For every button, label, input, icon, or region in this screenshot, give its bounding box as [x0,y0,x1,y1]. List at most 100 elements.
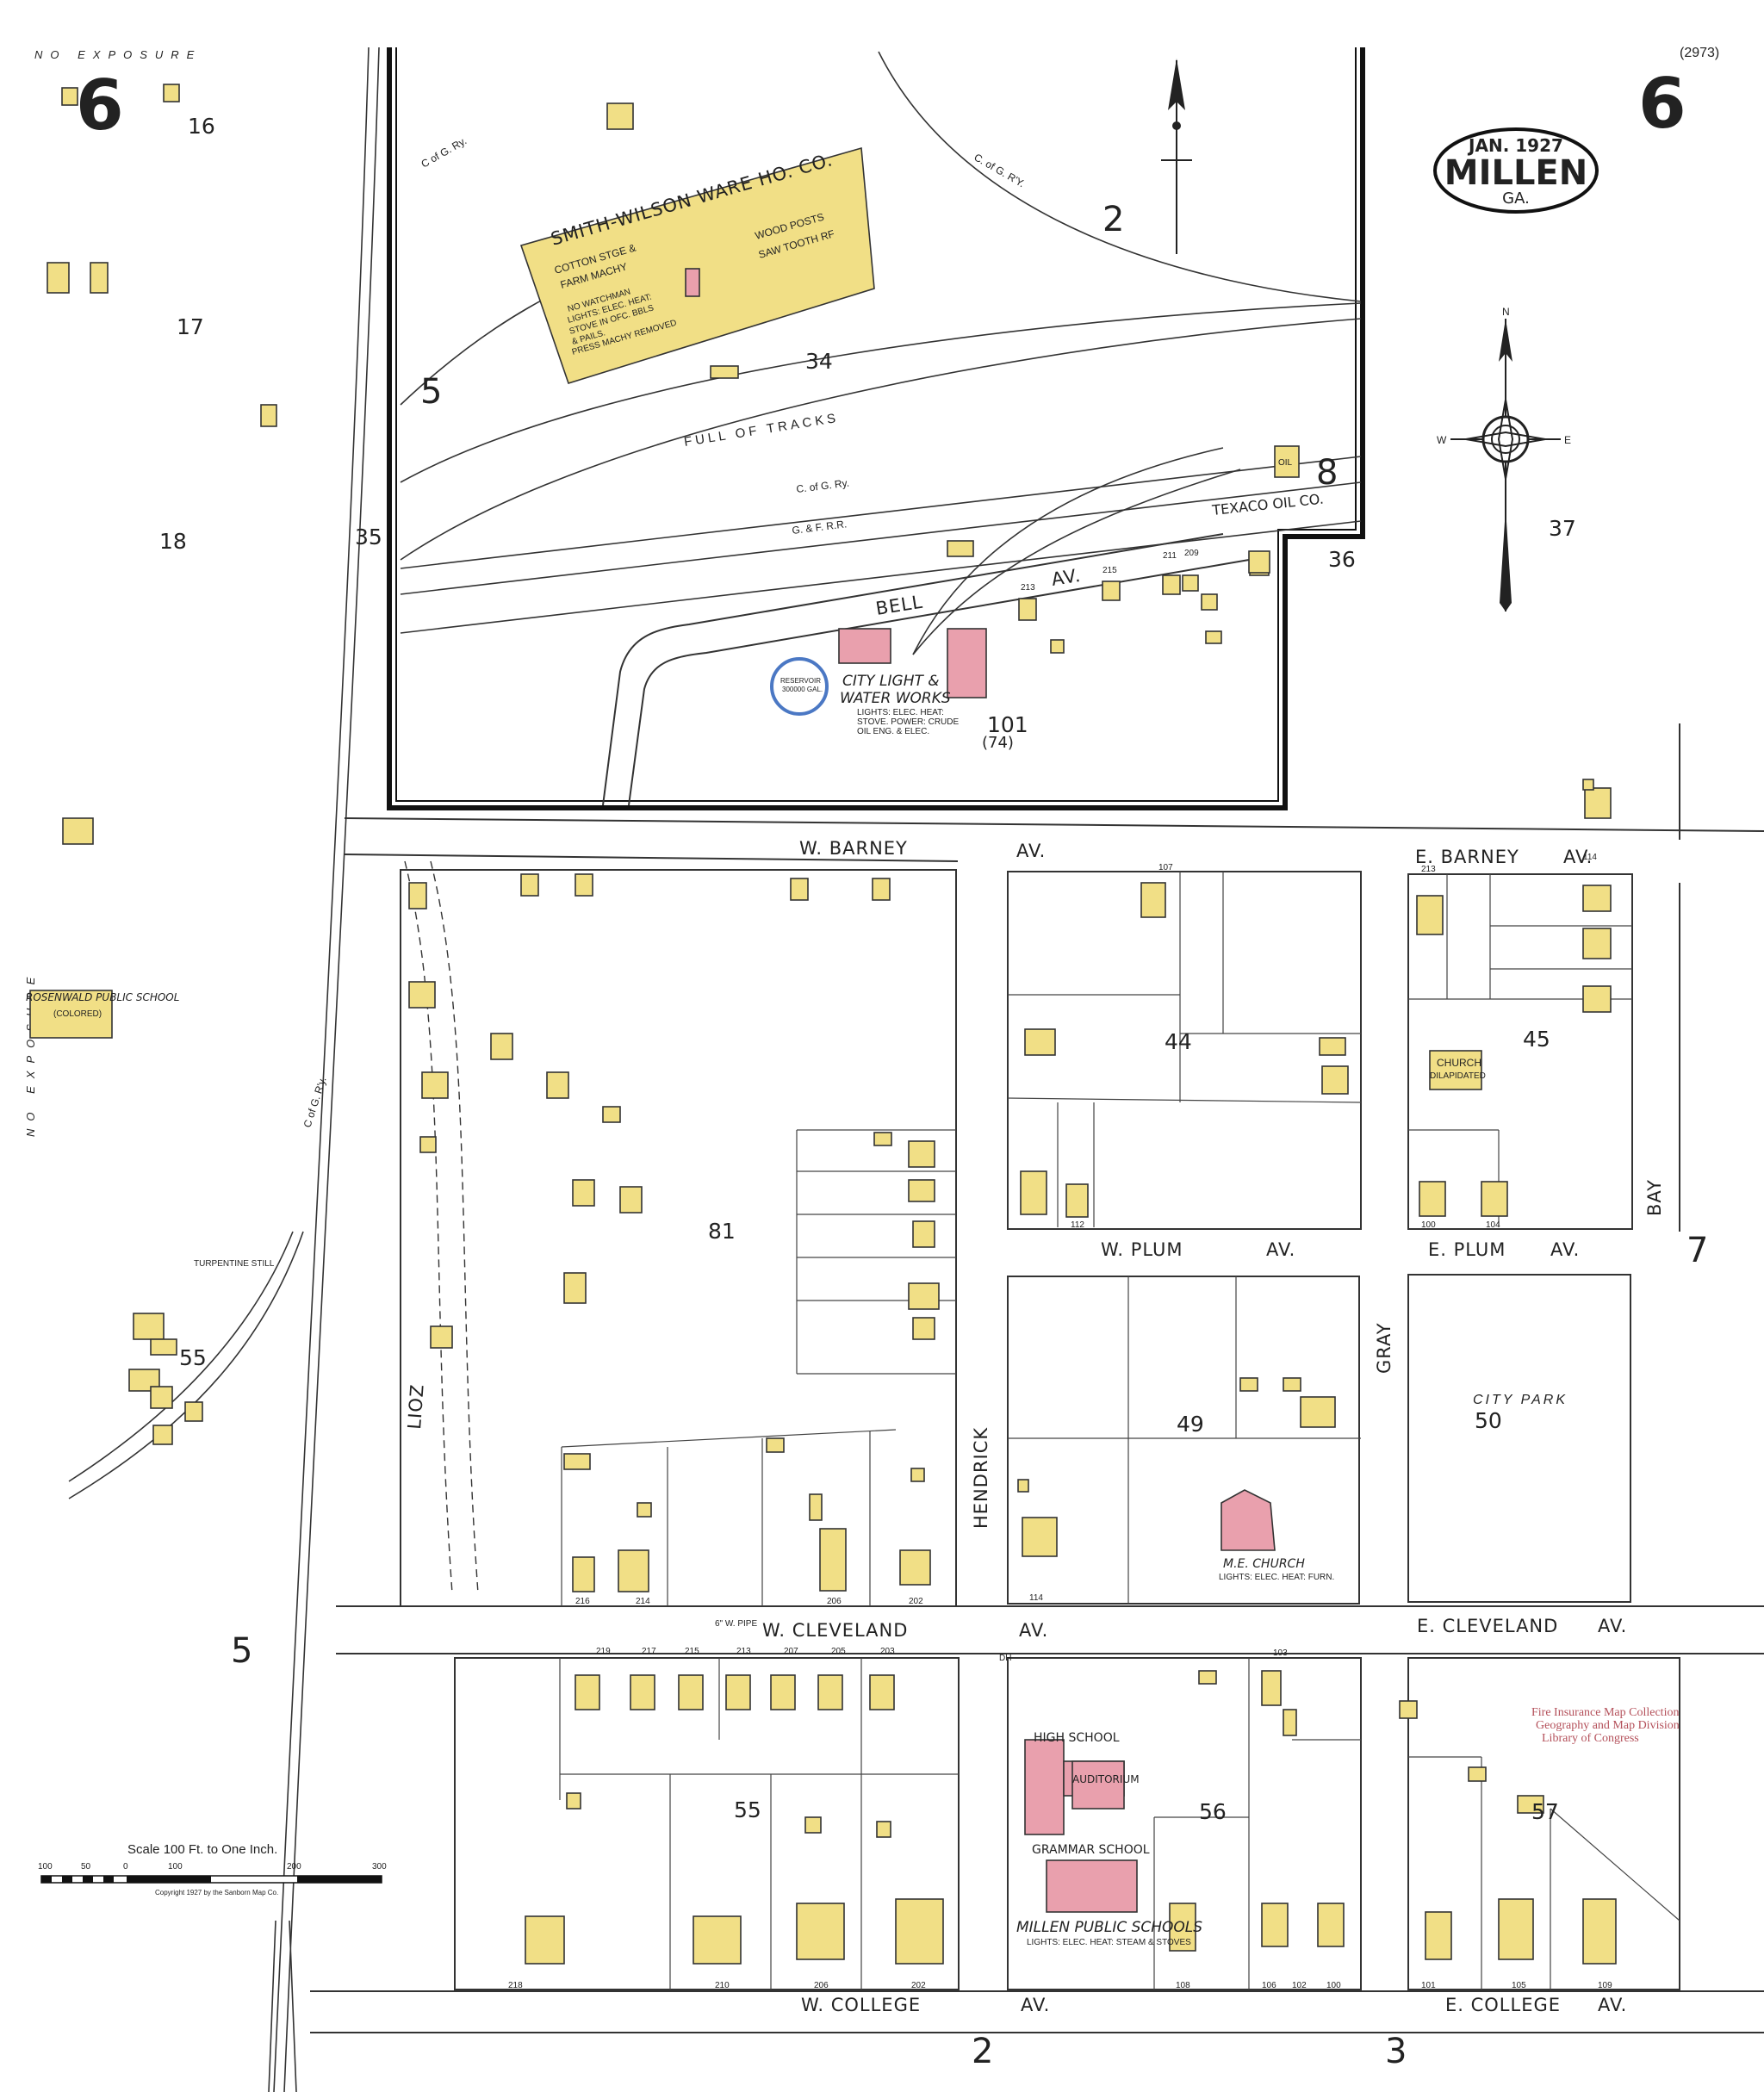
block-36: 36 [1328,547,1356,572]
texaco-oil-label: OIL [1278,458,1293,468]
corner-sheet-code: (2973) [1680,46,1719,60]
house-number: 112 [1071,1220,1084,1230]
house-number: 102 [1292,1981,1307,1990]
city-light-notes-3: OIL ENG. & ELEC. [857,727,929,736]
city-light-notes-2: STOVE. POWER: CRUDE [857,717,959,727]
adjacent-sheet-2-top: 2 [1102,200,1124,239]
street-bell: BELL [874,592,924,619]
street-e-barney: E. BARNEY [1415,847,1519,867]
house-number: 103 [1273,1648,1288,1658]
reservoir-capacity: 300000 GAL. [782,686,823,693]
city-park-label: CITY PARK [1473,1393,1568,1407]
house-number: 214 [636,1597,650,1606]
block-101: 101 [987,712,1028,737]
block-45: 45 [1523,1027,1550,1052]
house-number: 100 [1421,1220,1436,1230]
title-date: JAN. 1927 [1467,135,1563,156]
rosenwald-school-sub: (COLORED) [53,1009,102,1019]
compass-e: E [1564,434,1571,446]
turpentine-still-label: TURPENTINE STILL [194,1259,275,1269]
reservoir-tank-icon [770,657,829,716]
house-number: 203 [880,1647,895,1656]
street-e-college: E. COLLEGE [1445,1995,1561,2015]
house-number: 104 [1486,1220,1500,1230]
block-37: 37 [1549,516,1576,541]
street-e-cleveland-av: AV. [1598,1616,1627,1636]
reservoir-label: RESERVOIR [780,677,821,685]
house-number: 210 [715,1981,730,1990]
library-stamp: Fire Insurance Map Collection Geography … [1531,1706,1680,1745]
street-w-plum: W. PLUM [1101,1239,1183,1260]
block-16: 16 [188,114,215,139]
block-44: 44 [1165,1029,1192,1054]
house-number: 213 [736,1647,751,1656]
stamp-line-3: Library of Congress [1542,1732,1639,1745]
scale-tick-label: 100 [168,1862,183,1872]
sheet-number-right: 6 [1638,64,1686,144]
block-17: 17 [177,314,204,339]
street-w-cleveland: W. CLEVELAND [762,1620,908,1641]
millen-schools-label: MILLEN PUBLIC SCHOOLS [1016,1919,1202,1936]
scale-tick-label: 0 [123,1862,128,1872]
me-church-notes: LIGHTS: ELEC. HEAT: FURN. [1219,1573,1334,1582]
street-e-plum-av: AV. [1550,1239,1580,1260]
city-blocks [400,869,1680,1990]
block-56: 56 [1199,1799,1227,1824]
scale-label: Scale 100 Ft. to One Inch. [127,1842,277,1857]
street-lines [310,723,1764,2033]
water-pipe-label: 6" W. PIPE [715,1619,757,1629]
railroad-label-2: C of G. Ry. [419,134,469,170]
house-number: 213 [1421,865,1436,874]
compass-n: N [1502,306,1510,318]
street-bell-av: AV. [1050,565,1083,590]
block-34: 34 [805,349,833,374]
street-w-cleveland-av: AV. [1019,1620,1048,1641]
block-74: (74) [982,734,1014,752]
street-e-cleveland: E. CLEVELAND [1417,1616,1558,1636]
house-number: 109 [1598,1981,1612,1990]
sheet-number-left: 6 [76,65,124,146]
railroad-label-1: C. of G. R'Y. [972,151,1028,189]
stamp-line-2: Geography and Map Division [1536,1719,1680,1732]
house-number: 202 [909,1597,923,1606]
house-number: 216 [575,1597,590,1606]
house-number: 114 [1029,1593,1043,1603]
buildings-frame [29,84,1617,1965]
railroad-yard-boundary [387,47,1365,810]
house-number: 207 [784,1647,798,1656]
adjacent-sheet-7: 7 [1686,1231,1708,1270]
grammar-school-label: GRAMMAR SCHOOL [1032,1843,1150,1857]
church-label: CHURCH [1437,1057,1481,1069]
block-81: 81 [708,1219,736,1244]
block-55-left: 55 [179,1345,207,1370]
house-number: 100 [1326,1981,1341,1990]
rosenwald-school-label: ROSENWALD PUBLIC SCHOOL [26,991,179,1003]
street-e-college-av: AV. [1598,1995,1627,2015]
scale-tick-label: 300 [372,1862,387,1872]
block-18: 18 [159,529,187,554]
railroad-tracks [68,47,1362,2092]
smith-wilson-warehouse [519,146,875,384]
house-number: 218 [508,1981,523,1990]
scale-tick-label: 200 [287,1862,301,1872]
house-number: 205 [831,1647,846,1656]
house-number: 217 [642,1647,656,1656]
adjacent-sheet-8: 8 [1316,453,1338,493]
house-number: 108 [1176,1981,1190,1990]
scale-bar: Scale 100 Ft. to One Inch. 100 50 0 100 … [38,1842,387,1896]
house-numbers: 219 217 215 213 207 205 203 218 210 206 … [508,549,1612,1990]
street-e-barney-av: AV. [1563,847,1593,867]
house-number: 219 [596,1647,611,1656]
house-number: 211 [1163,551,1177,561]
house-number: 105 [1512,1981,1526,1990]
block-35: 35 [355,525,382,549]
house-number: 215 [685,1647,699,1656]
church-sub: DILAPIDATED [1430,1071,1486,1081]
hydrant-label: DH [999,1654,1011,1663]
house-number: 206 [827,1597,842,1606]
street-lioz: LIOZ [404,1383,428,1430]
street-bay: BAY [1644,1179,1665,1216]
house-number: 101 [1421,1981,1436,1990]
bell-avenue-road-edge [628,559,1250,806]
